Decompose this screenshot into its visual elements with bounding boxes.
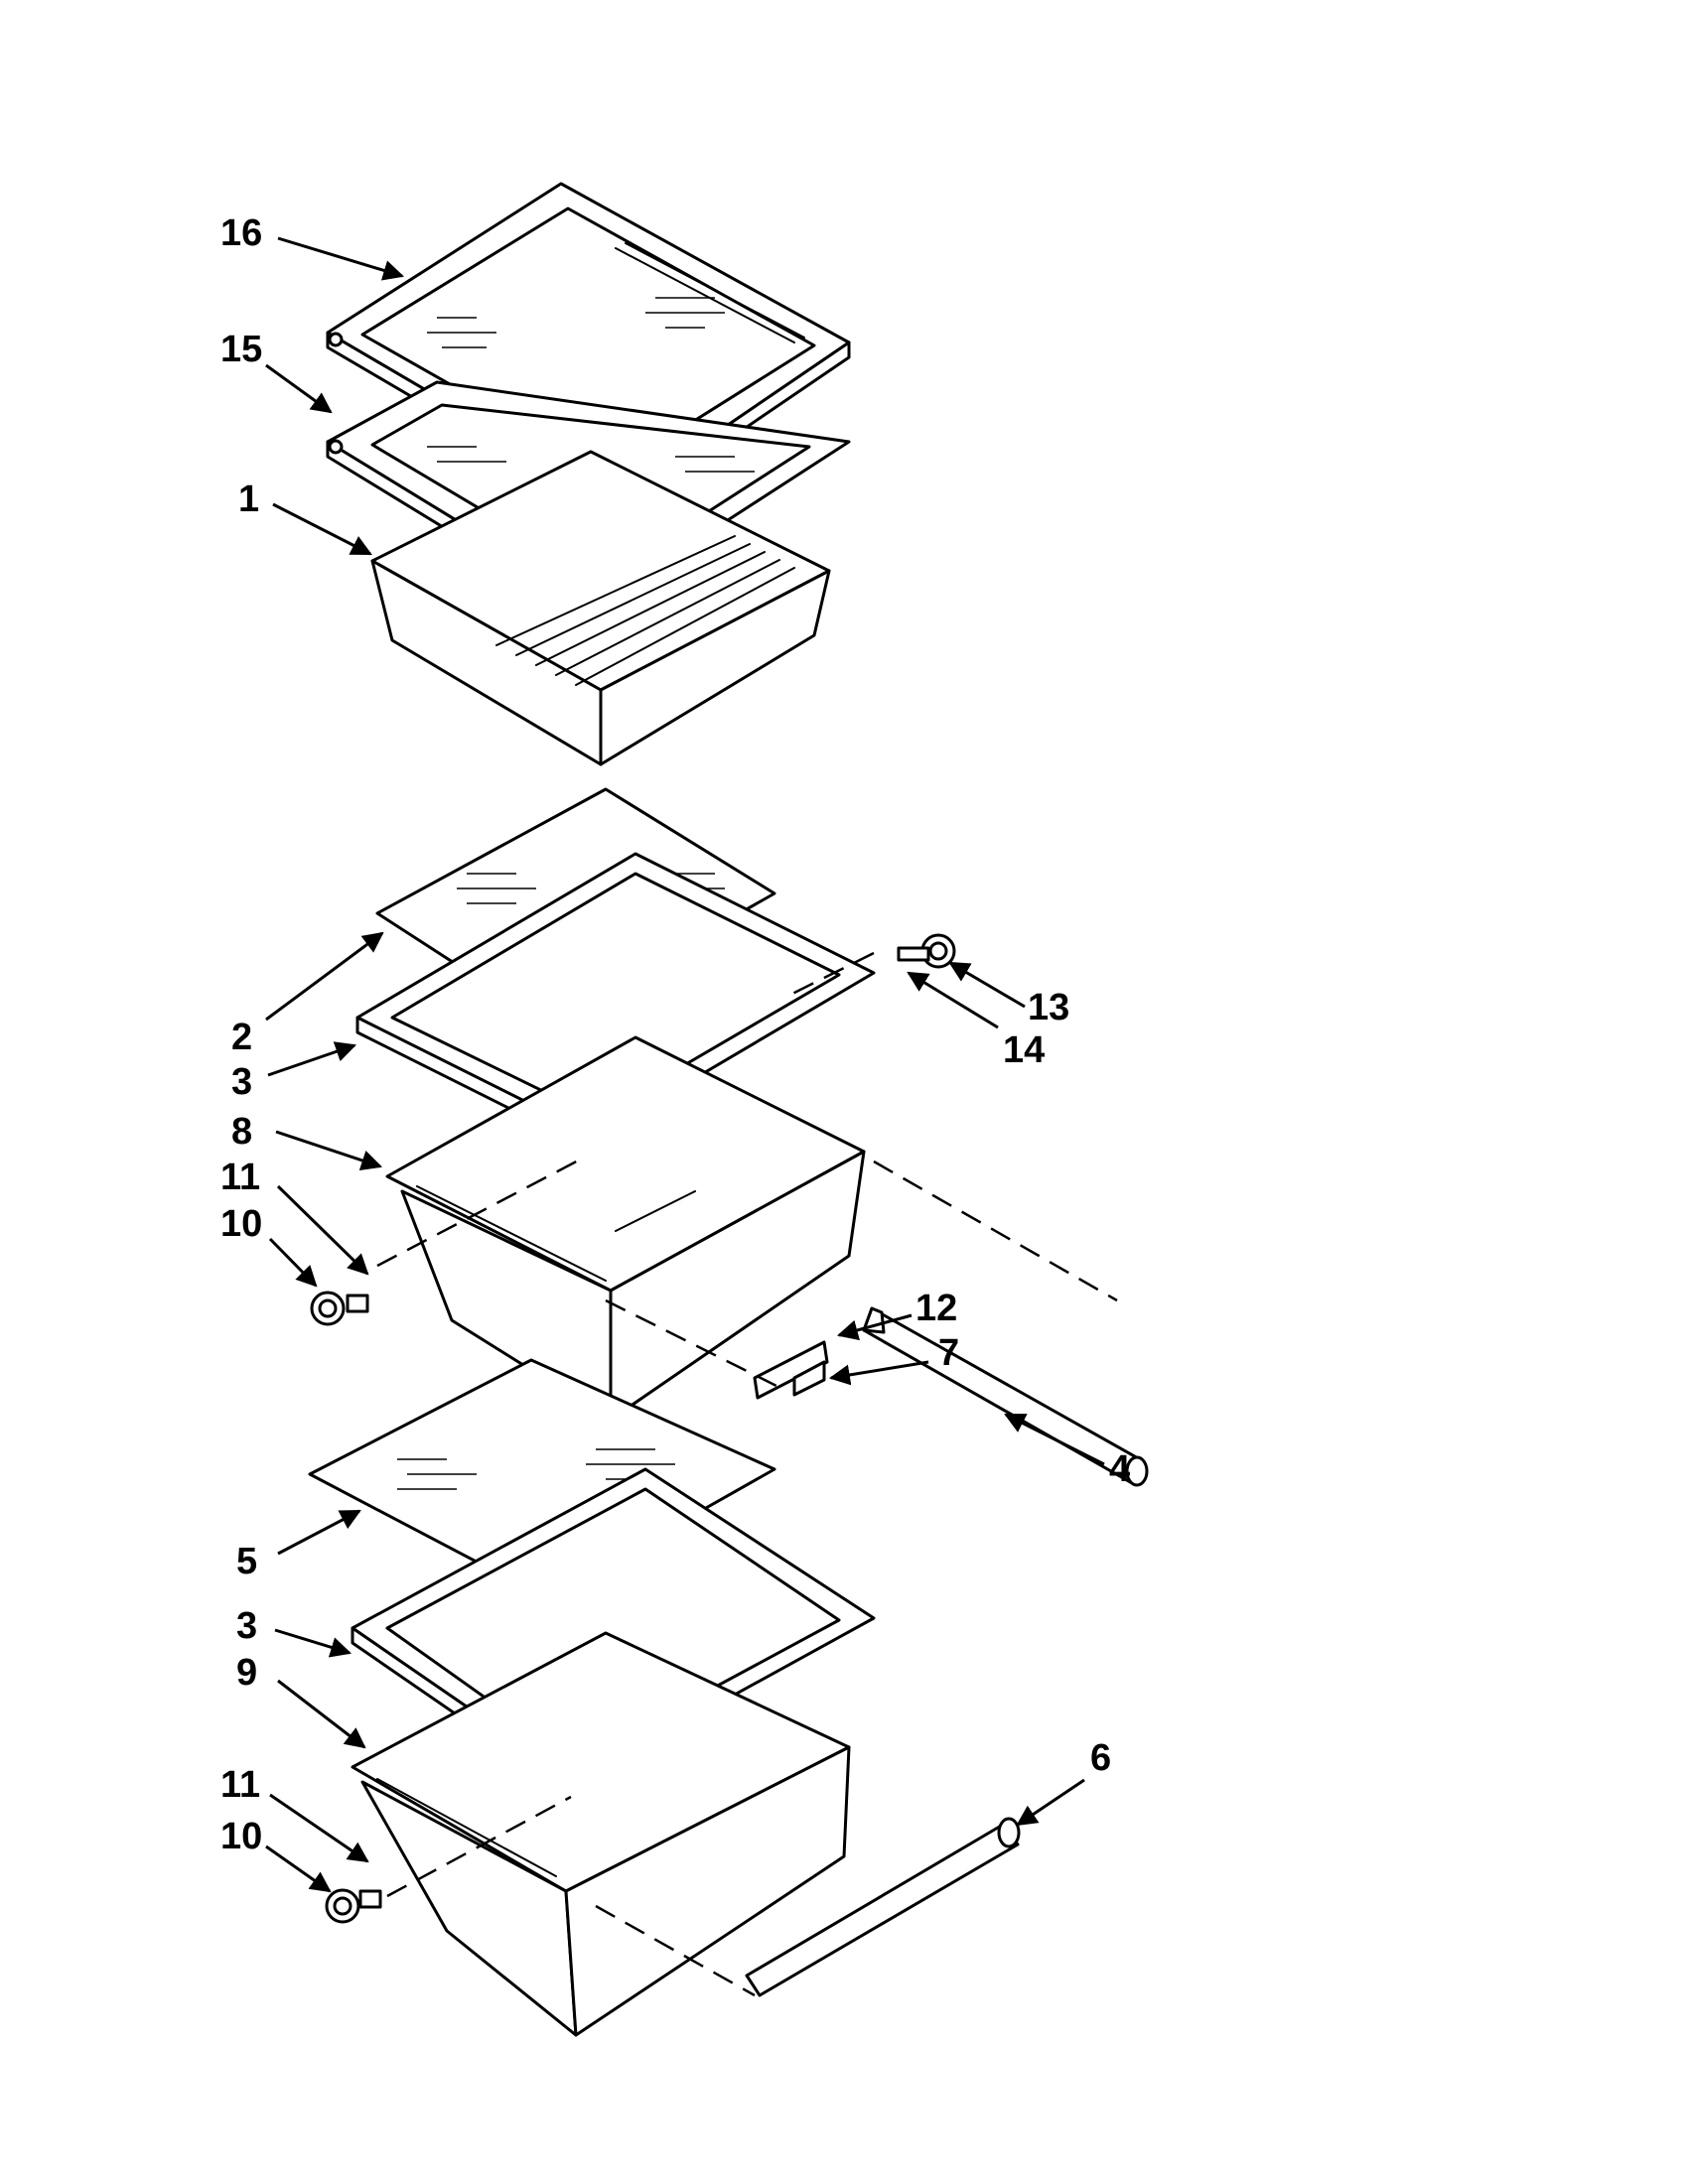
callout-3-upper: 3 [231,1061,252,1103]
callout-6: 6 [1090,1737,1111,1779]
callout-1: 1 [238,478,259,520]
part-10-11-wheel-lower [325,1888,382,1924]
callout-2: 2 [231,1017,252,1058]
part-5-glass-shelf [308,1358,776,1600]
part-13-14-wheel-bolt [897,933,956,969]
callout-10-upper: 10 [220,1203,262,1245]
assembly-lines [376,951,1118,1997]
part-9-drawer [351,1631,851,2037]
part-12-7-slide [753,1340,829,1400]
leader-arrows [265,236,1105,1893]
part-10-11-wheel-upper [310,1291,369,1326]
callout-4: 4 [1109,1448,1130,1490]
callout-12: 12 [915,1288,957,1329]
callout-15: 15 [220,329,262,370]
callout-labels: 16 15 1 2 3 8 11 10 13 14 12 7 4 5 3 9 1… [220,212,1130,1857]
callout-11-upper: 11 [220,1157,260,1198]
callout-3-lower: 3 [236,1605,257,1647]
callout-8: 8 [231,1111,252,1153]
part-6-trim-rail [745,1817,1021,1997]
callout-9: 9 [236,1652,257,1694]
callout-7: 7 [938,1332,959,1374]
part-4-trim-rail [862,1306,1149,1487]
callout-11-lower: 11 [220,1764,260,1806]
callout-14: 14 [1003,1029,1045,1071]
callout-10-lower: 10 [220,1816,262,1857]
callout-13: 13 [1028,987,1069,1028]
callout-16: 16 [220,212,262,254]
callout-5: 5 [236,1541,257,1582]
part-8-drawer [385,1035,866,1422]
part-1-drawer [370,450,831,766]
